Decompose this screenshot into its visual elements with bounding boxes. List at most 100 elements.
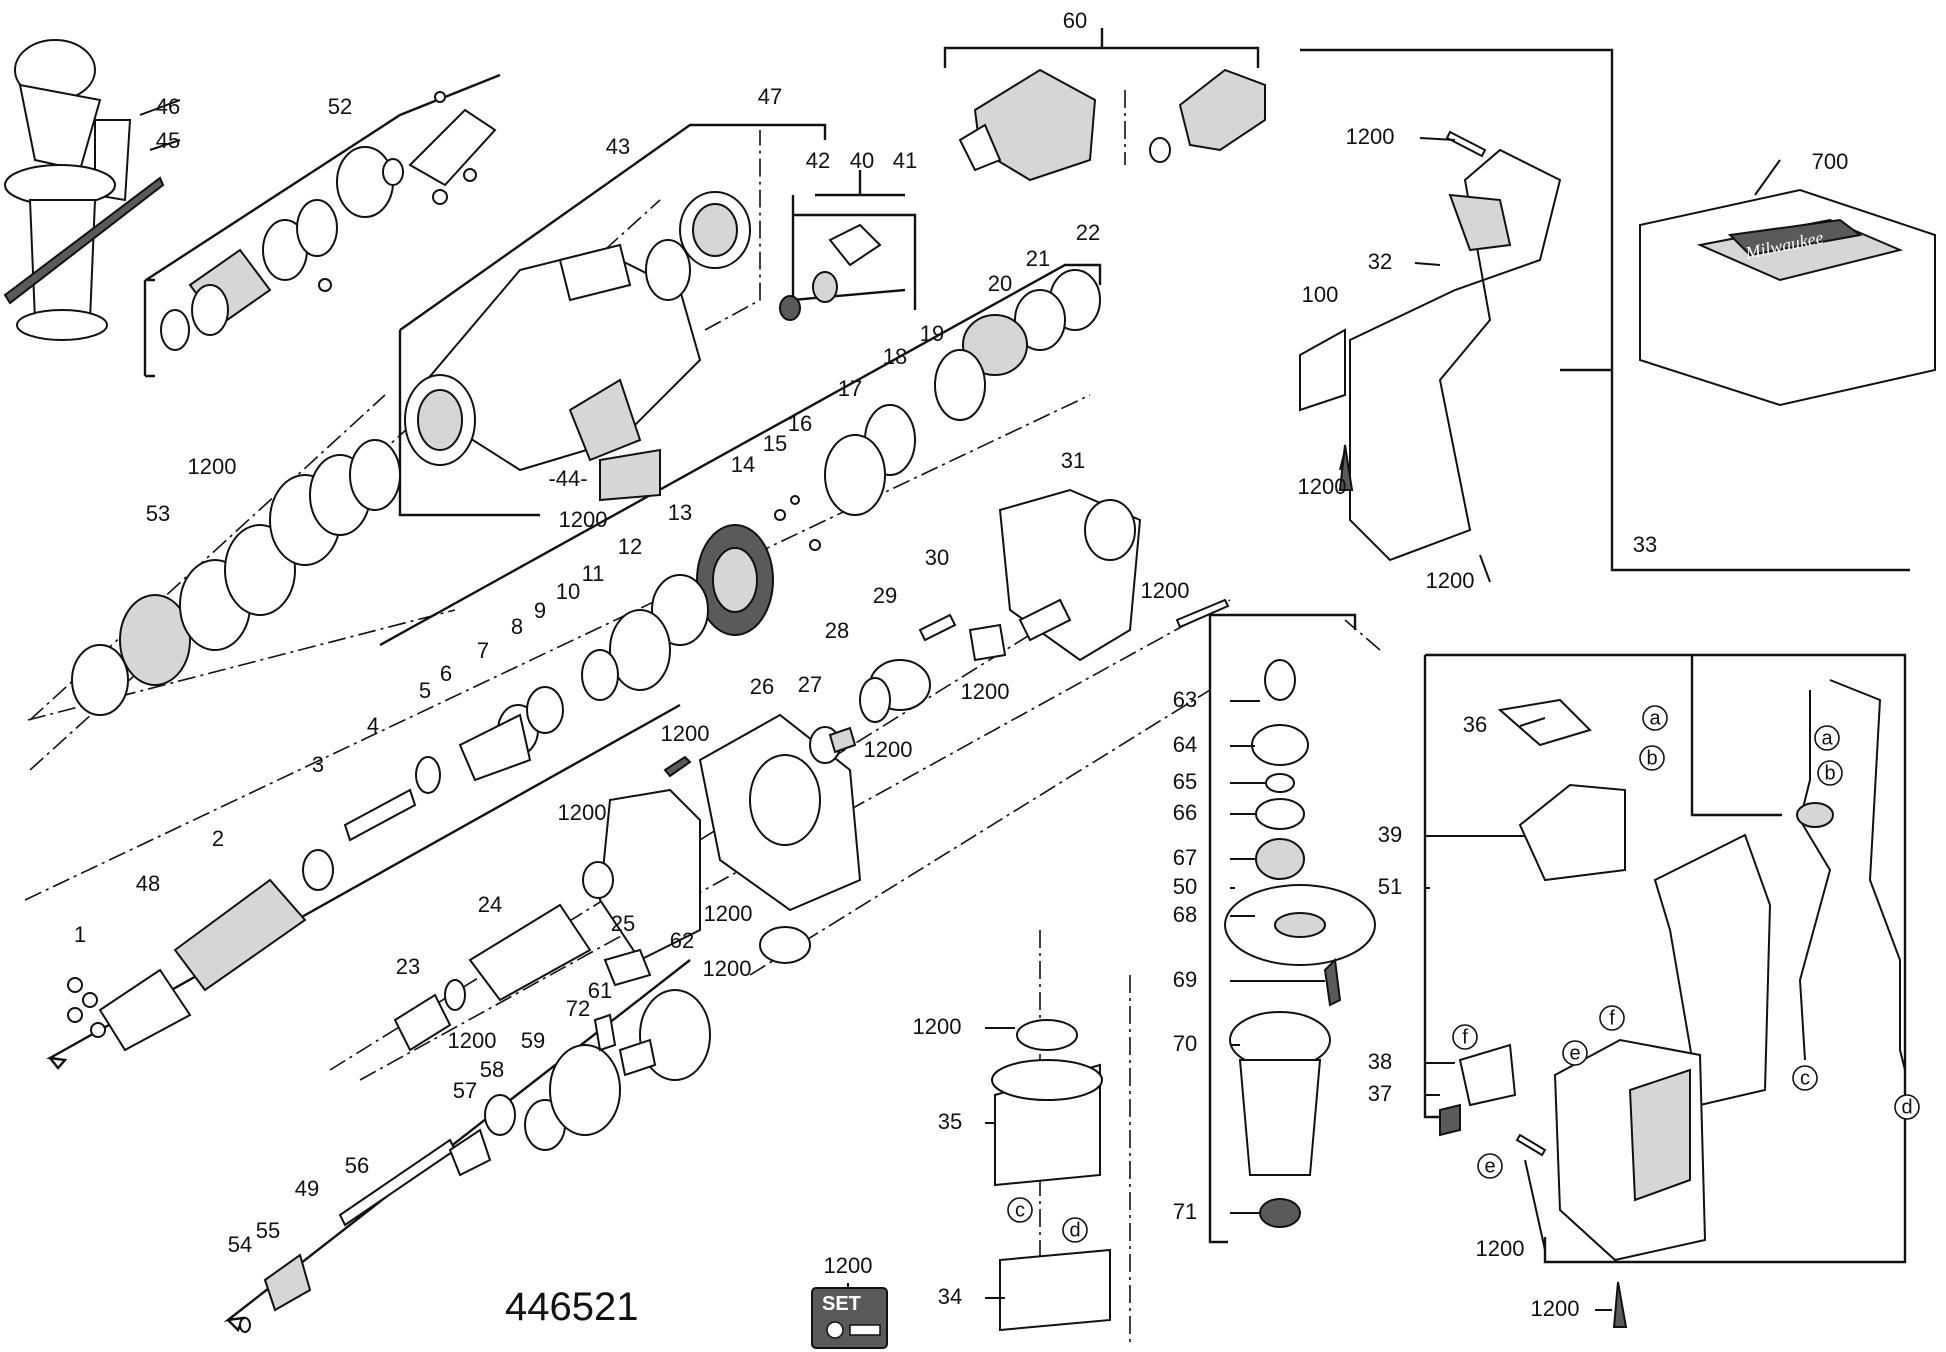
circle-callout-ring [1817,760,1843,786]
callout-c-1200m: 1200 [913,1014,962,1039]
document-number: 446521 [505,1285,638,1329]
callout-c-56: 56 [345,1153,369,1178]
drive-shaft-parts-54-62 [239,989,711,1333]
circle-callout-ring [1599,1005,1625,1031]
callout-c-48: 48 [136,871,160,896]
spring-clip-parts-40-42 [779,223,882,321]
circle-callout-ring [1007,1197,1033,1223]
circle-callout-e1: e [1562,1040,1588,1066]
circle-callout-ring [1452,1024,1478,1050]
callout-c-38: 38 [1368,1049,1392,1074]
circle-callout-ring [1642,705,1668,731]
gear-housing-part-43 [404,243,702,472]
circle-callout-letter: e [1484,1155,1495,1177]
intermediate-flange-part-26 [698,713,862,912]
callout-c-14: 14 [731,452,755,477]
circle-callout-b1: b [1639,745,1665,771]
callout-c-71: 71 [1173,1199,1197,1224]
callout-c-61: 61 [588,978,612,1003]
callout-c-23: 23 [396,954,420,979]
circle-callout-d2: d [1894,1094,1920,1120]
ring-parts-53 [71,439,401,716]
circle-callout-letter: a [1649,707,1661,729]
callout-c-6: 6 [440,661,452,686]
callout-c-51: 51 [1378,874,1402,899]
screw-parts-1200 [663,130,1628,1328]
callout-c-24: 24 [478,892,502,917]
circle-callout-ring [1814,725,1840,751]
motor-housing-part-32 [1299,148,1562,562]
callout-c-42: 42 [806,148,830,173]
callout-c-3: 3 [312,752,324,777]
callout-c-7: 7 [477,638,489,663]
callout-c-43: 43 [606,134,630,159]
callout-c-62: 62 [670,928,694,953]
circle-callout-ring [1792,1065,1818,1091]
callout-c-37: 37 [1368,1081,1392,1106]
callout-c-8: 8 [511,614,523,639]
callout-c-700: 700 [1812,149,1849,174]
circle-callout-ring [1639,745,1665,771]
circle-callout-letter: d [1901,1096,1912,1118]
callout-c-68: 68 [1173,902,1197,927]
callout-c-27: 27 [798,672,822,697]
callout-c-2: 2 [212,826,224,851]
callout-c-1200d: 1200 [559,507,608,532]
circle-callout-ring [1894,1094,1920,1120]
callout-c-1200e: 1200 [1426,568,1475,593]
callout-c-21: 21 [1026,246,1050,271]
spindle-parts-1-7 [67,686,564,1052]
callout-c-52: 52 [328,94,352,119]
callout-c-72: 72 [566,996,590,1021]
switch-group-parts-36-39 [1439,698,1626,1137]
callout-c-20: 20 [988,271,1012,296]
callout-c-54: 54 [228,1232,252,1257]
callout-c-22: 22 [1076,220,1100,245]
carrying-case-part-700: Milwaukee [1639,188,1936,407]
callout-c-100: 100 [1302,282,1339,307]
callout-c-19: 19 [920,321,944,346]
callout-c-32: 32 [1368,249,1392,274]
callout-c-40: 40 [850,148,874,173]
set-icon: SET [811,1287,888,1349]
chuck-kit-part-52 [160,91,497,351]
callout-c-44: -44- [548,466,587,491]
keyless-chuck-part-60 [958,68,1266,182]
side-handle-part-46 [4,39,132,341]
gear-train-parts-13-22 [581,269,1101,701]
callout-c-16: 16 [788,411,812,436]
callout-c-1200b: 1200 [188,454,237,479]
callout-c-41: 41 [893,148,917,173]
set-label: SET [822,1293,861,1315]
callout-c-1200o: 1200 [1476,1236,1525,1261]
armature-parts-63-71 [1224,659,1376,1228]
callout-c-47: 47 [758,84,782,109]
callout-c-30: 30 [925,545,949,570]
callout-c-1200h: 1200 [661,721,710,746]
piston-parts-23-25 [393,861,652,1052]
handle-housing-part-51 [1553,833,1772,1262]
circle-callout-letter: f [1462,1026,1468,1048]
callout-c-63: 63 [1173,687,1197,712]
depth-rod-part-45 [3,176,165,305]
callout-c-66: 66 [1173,800,1197,825]
callout-c-1200p: 1200 [824,1253,873,1278]
callout-c-58: 58 [480,1057,504,1082]
gear-carrier-part-31 [998,488,1142,662]
circle-callout-letter: c [1800,1067,1810,1089]
callout-c-59: 59 [521,1028,545,1053]
callout-c-1200i: 1200 [864,737,913,762]
callout-c-34: 34 [938,1284,962,1309]
callout-c-17: 17 [838,376,862,401]
callout-c-1200l: 1200 [703,956,752,981]
callout-c-60: 60 [1063,8,1087,33]
circle-callout-letter: a [1821,727,1833,749]
callout-c-1200c: 1200 [1298,474,1347,499]
callout-c-11: 11 [582,561,605,586]
callout-c-33: 33 [1633,532,1657,557]
circle-callout-letter: e [1569,1042,1580,1064]
callout-c-65: 65 [1173,769,1197,794]
callout-c-29: 29 [873,583,897,608]
